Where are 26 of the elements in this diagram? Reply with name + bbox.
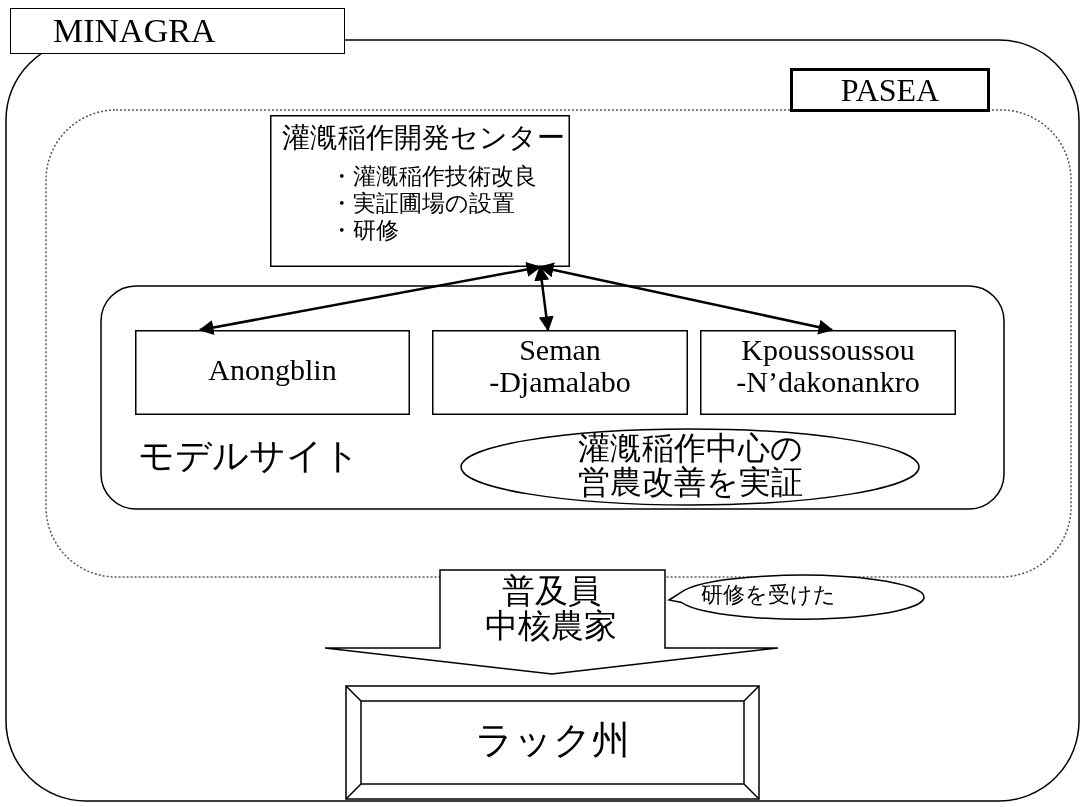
site-name: Anongblin: [207, 354, 338, 386]
block-arrow: [324, 569, 779, 675]
site-name: Seman -Djamalabo: [488, 334, 632, 397]
site-box: [135, 330, 410, 415]
arrow: [538, 262, 834, 335]
site-box: [432, 330, 688, 415]
arrow: [534, 265, 554, 332]
bullet-text: ・灌漑稲作技術改良: [330, 164, 537, 189]
bullet-text: ・実証圃場の設置: [330, 191, 515, 216]
edge-label: 普及員中核農家: [485, 574, 618, 644]
box-text: ラック州: [474, 721, 631, 761]
site-name: Kpoussoussou -N’dakonankro: [735, 334, 921, 397]
title-tab: PASEA: [790, 68, 990, 112]
site-box: [700, 330, 956, 415]
bubble-text: 研修を受けた: [701, 583, 836, 607]
group-box: [100, 285, 1005, 510]
bullet-text: ・研修: [330, 218, 399, 243]
title-tab: MINAGRA: [10, 8, 345, 54]
process-box: [270, 115, 570, 267]
speech-bubble: [668, 572, 926, 621]
heading-text: 灌漑稲作開発センター: [282, 123, 565, 153]
note-ellipse: [460, 428, 920, 506]
note-text: 灌漑稲作中心の営農改善を実証: [576, 432, 804, 500]
bevel-box: [345, 685, 760, 800]
group-label: モデルサイト: [138, 437, 360, 475]
arrow: [198, 262, 542, 335]
